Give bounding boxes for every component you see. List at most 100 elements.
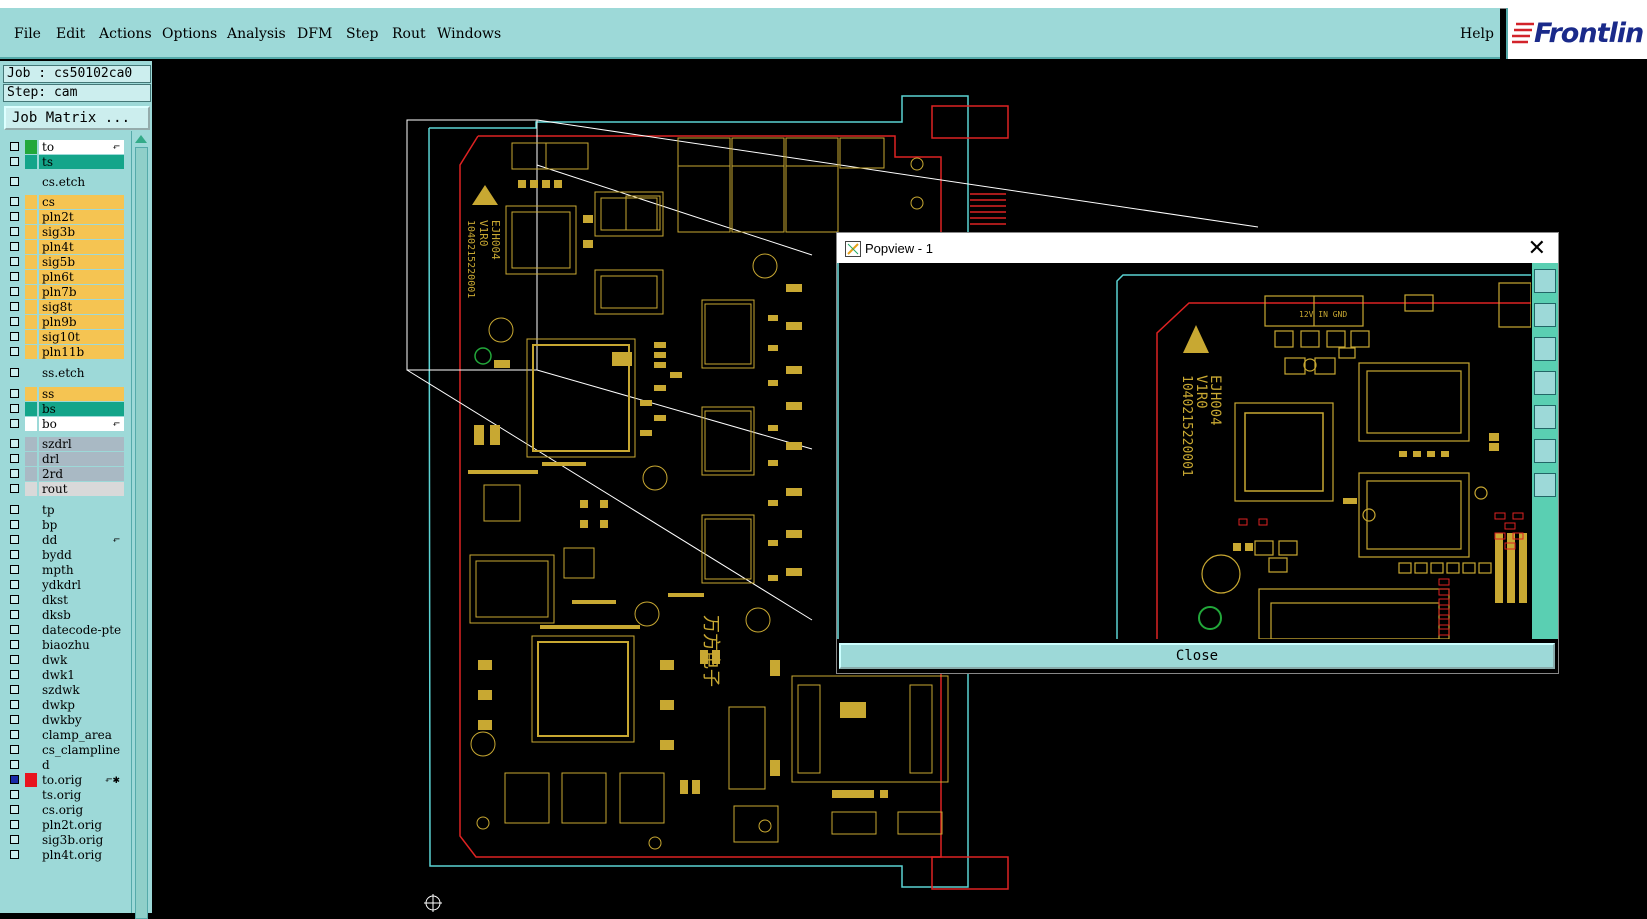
layer-checkbox[interactable] [10, 595, 19, 604]
scroll-thumb[interactable] [135, 147, 148, 919]
layer-row[interactable]: drl [3, 452, 125, 467]
layer-checkbox[interactable] [10, 212, 19, 221]
layer-checkbox[interactable] [10, 389, 19, 398]
layer-checkbox[interactable] [10, 332, 19, 341]
layer-color-swatch[interactable] [25, 285, 37, 299]
layer-color-swatch[interactable] [25, 803, 37, 817]
layer-row[interactable]: ss.etch [3, 366, 125, 381]
layer-name[interactable]: dkst [39, 593, 124, 607]
layer-row[interactable]: pln4t [3, 240, 125, 255]
layer-color-swatch[interactable] [25, 638, 37, 652]
layer-name[interactable]: sig3b.orig [39, 833, 124, 847]
layer-row[interactable]: pln9b [3, 315, 125, 330]
layer-color-swatch[interactable] [25, 255, 37, 269]
layer-name[interactable]: 2rd [39, 467, 124, 481]
layer-color-swatch[interactable] [25, 773, 37, 787]
layer-checkbox[interactable] [10, 790, 19, 799]
layer-row[interactable]: ts [3, 155, 125, 170]
layer-checkbox[interactable] [10, 227, 19, 236]
layer-row[interactable]: szdrl [3, 437, 125, 452]
layer-row[interactable]: cs.etch [3, 175, 125, 190]
layer-color-swatch[interactable] [25, 848, 37, 862]
menu-options[interactable]: Options [162, 26, 218, 42]
layer-name[interactable]: datecode-pte [39, 623, 124, 637]
layer-checkbox[interactable] [10, 730, 19, 739]
layer-row[interactable]: bydd [3, 548, 125, 563]
layer-color-swatch[interactable] [25, 315, 37, 329]
layer-name[interactable]: sig8t [39, 300, 124, 314]
layer-color-swatch[interactable] [25, 833, 37, 847]
layer-color-swatch[interactable] [25, 578, 37, 592]
layer-checkbox[interactable] [10, 368, 19, 377]
layer-name[interactable]: drl [39, 452, 124, 466]
layer-checkbox[interactable] [10, 257, 19, 266]
layer-name[interactable]: cs_clampline [39, 743, 124, 757]
layer-color-swatch[interactable] [25, 482, 37, 496]
layer-row[interactable]: tp [3, 503, 125, 518]
pan-left-icon[interactable] [1534, 371, 1556, 395]
layer-checkbox[interactable] [10, 775, 19, 784]
layer-checkbox[interactable] [10, 535, 19, 544]
layer-checkbox[interactable] [10, 715, 19, 724]
menu-help[interactable]: Help [1460, 26, 1494, 42]
layer-checkbox[interactable] [10, 347, 19, 356]
layer-checkbox[interactable] [10, 287, 19, 296]
layer-row[interactable]: bs [3, 402, 125, 417]
menu-file[interactable]: File [14, 26, 41, 42]
layer-checkbox[interactable] [10, 700, 19, 709]
layer-color-swatch[interactable] [25, 668, 37, 682]
layer-row[interactable]: dwkp [3, 698, 125, 713]
layer-name[interactable]: pln6t [39, 270, 124, 284]
layer-checkbox[interactable] [10, 760, 19, 769]
layer-checkbox[interactable] [10, 835, 19, 844]
layer-row[interactable]: bo⬐ [3, 417, 125, 432]
menu-rout[interactable]: Rout [392, 26, 426, 42]
layer-name[interactable]: szdwk [39, 683, 124, 697]
layer-color-swatch[interactable] [25, 345, 37, 359]
scroll-up-icon[interactable] [132, 132, 150, 146]
layer-name[interactable]: pln9b [39, 315, 124, 329]
layer-name[interactable]: ts.orig [39, 788, 124, 802]
layer-row[interactable]: dwk [3, 653, 125, 668]
layer-name[interactable]: ts [39, 155, 124, 169]
pan-right-icon[interactable] [1534, 405, 1556, 429]
layer-color-swatch[interactable] [25, 195, 37, 209]
layer-row[interactable]: dwkby [3, 713, 125, 728]
layer-name[interactable]: pln2t [39, 210, 124, 224]
layer-row[interactable]: dwk1 [3, 668, 125, 683]
layer-row[interactable]: bp [3, 518, 125, 533]
pcb-board-view[interactable]: EJH004 V1R0 1040215220001 万方电子 [152, 61, 1647, 913]
layer-checkbox[interactable] [10, 302, 19, 311]
layer-checkbox[interactable] [10, 157, 19, 166]
menu-step[interactable]: Step [346, 26, 379, 42]
layer-row[interactable]: dkst [3, 593, 125, 608]
job-matrix-button[interactable]: Job Matrix ... [4, 106, 150, 130]
layer-color-swatch[interactable] [25, 140, 37, 154]
layer-row[interactable]: pln2t [3, 210, 125, 225]
layer-name[interactable]: bp [39, 518, 124, 532]
layer-name[interactable]: mpth [39, 563, 124, 577]
layer-row[interactable]: biaozhu [3, 638, 125, 653]
layer-name[interactable]: to.orig⬐✱ [39, 773, 124, 787]
layer-row[interactable]: pln2t.orig [3, 818, 125, 833]
layer-name[interactable]: bo⬐ [39, 417, 124, 431]
layer-row[interactable]: dksb [3, 608, 125, 623]
pan-down-icon[interactable] [1534, 337, 1556, 361]
layer-name[interactable]: ss [39, 387, 124, 401]
layer-row[interactable]: sig3b.orig [3, 833, 125, 848]
zoom-out-icon[interactable] [1534, 473, 1556, 497]
layer-name[interactable]: biaozhu [39, 638, 124, 652]
layer-row[interactable]: pln7b [3, 285, 125, 300]
layer-row[interactable]: pln4t.orig [3, 848, 125, 863]
layer-checkbox[interactable] [10, 685, 19, 694]
layer-name[interactable]: ydkdrl [39, 578, 124, 592]
layer-name[interactable]: to⬐ [39, 140, 124, 154]
layer-row[interactable]: rout [3, 482, 125, 497]
layer-name[interactable]: cs.etch [39, 175, 124, 189]
layer-checkbox[interactable] [10, 272, 19, 281]
menu-actions[interactable]: Actions [99, 26, 152, 42]
layer-color-swatch[interactable] [25, 467, 37, 481]
layer-color-swatch[interactable] [25, 402, 37, 416]
layer-checkbox[interactable] [10, 197, 19, 206]
layer-row[interactable]: ts.orig [3, 788, 125, 803]
